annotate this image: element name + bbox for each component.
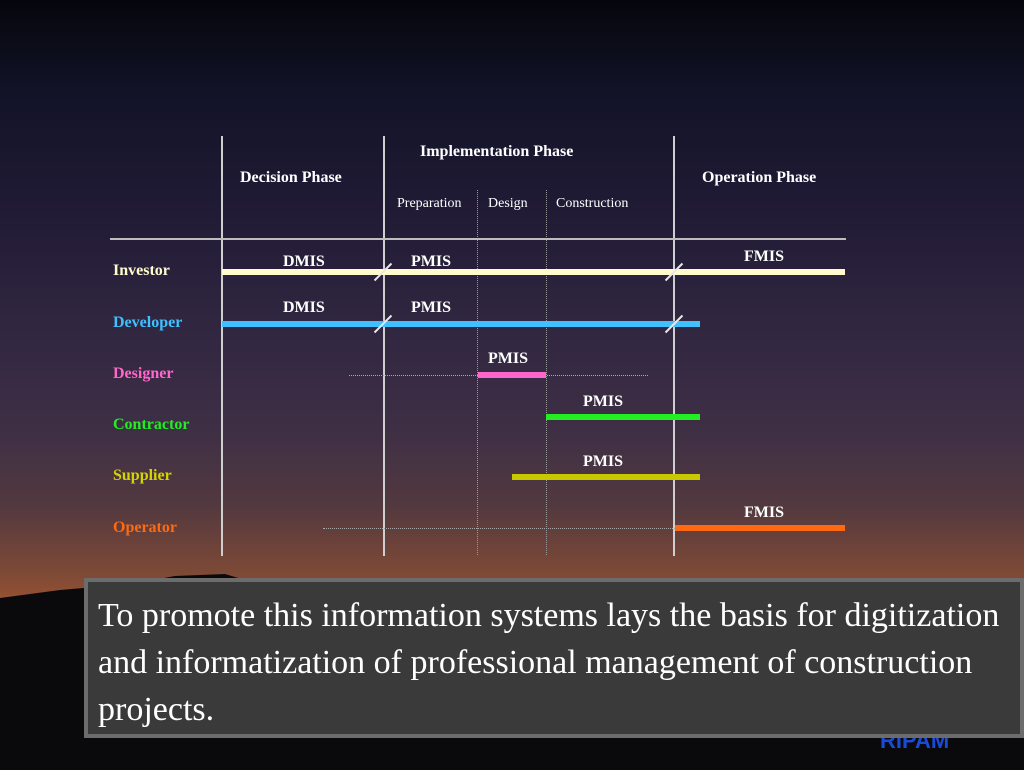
developer-pmis-label: PMIS — [411, 299, 451, 316]
caption-text: To promote this information systems lays… — [98, 597, 1000, 728]
role-operator: Operator — [113, 519, 177, 536]
subheader-preparation: Preparation — [397, 196, 462, 211]
designer-bar — [478, 372, 546, 378]
divider-decision-implementation — [383, 136, 385, 556]
subheader-construction: Construction — [556, 196, 629, 211]
investor-dmis-label: DMIS — [283, 253, 325, 270]
investor-fmis-label: FMIS — [744, 248, 784, 265]
operator-dotted-span — [323, 528, 675, 529]
operator-bar — [675, 525, 845, 531]
subheader-design: Design — [488, 196, 528, 211]
developer-dmis-label: DMIS — [283, 299, 325, 316]
operator-fmis-label: FMIS — [744, 504, 784, 521]
supplier-pmis-label: PMIS — [583, 453, 623, 470]
contractor-bar — [546, 414, 700, 420]
role-designer: Designer — [113, 365, 174, 382]
caption-box: To promote this information systems lays… — [84, 578, 1024, 738]
divider-implementation-operation — [673, 136, 675, 556]
supplier-bar — [512, 474, 700, 480]
header-rule — [110, 238, 846, 240]
role-contractor: Contractor — [113, 416, 190, 433]
role-supplier: Supplier — [113, 467, 172, 484]
investor-pmis-label: PMIS — [411, 253, 451, 270]
divider-decision-left — [221, 136, 223, 556]
role-developer: Developer — [113, 314, 183, 331]
divider-design-construction — [546, 190, 547, 555]
header-operation-phase: Operation Phase — [702, 169, 817, 186]
contractor-pmis-label: PMIS — [583, 393, 623, 410]
designer-pmis-label: PMIS — [488, 350, 528, 367]
header-implementation-phase: Implementation Phase — [420, 143, 574, 160]
divider-preparation-design — [477, 190, 478, 555]
header-decision-phase: Decision Phase — [240, 169, 342, 186]
developer-bar — [222, 321, 700, 327]
investor-bar — [222, 269, 845, 275]
role-investor: Investor — [113, 262, 170, 279]
